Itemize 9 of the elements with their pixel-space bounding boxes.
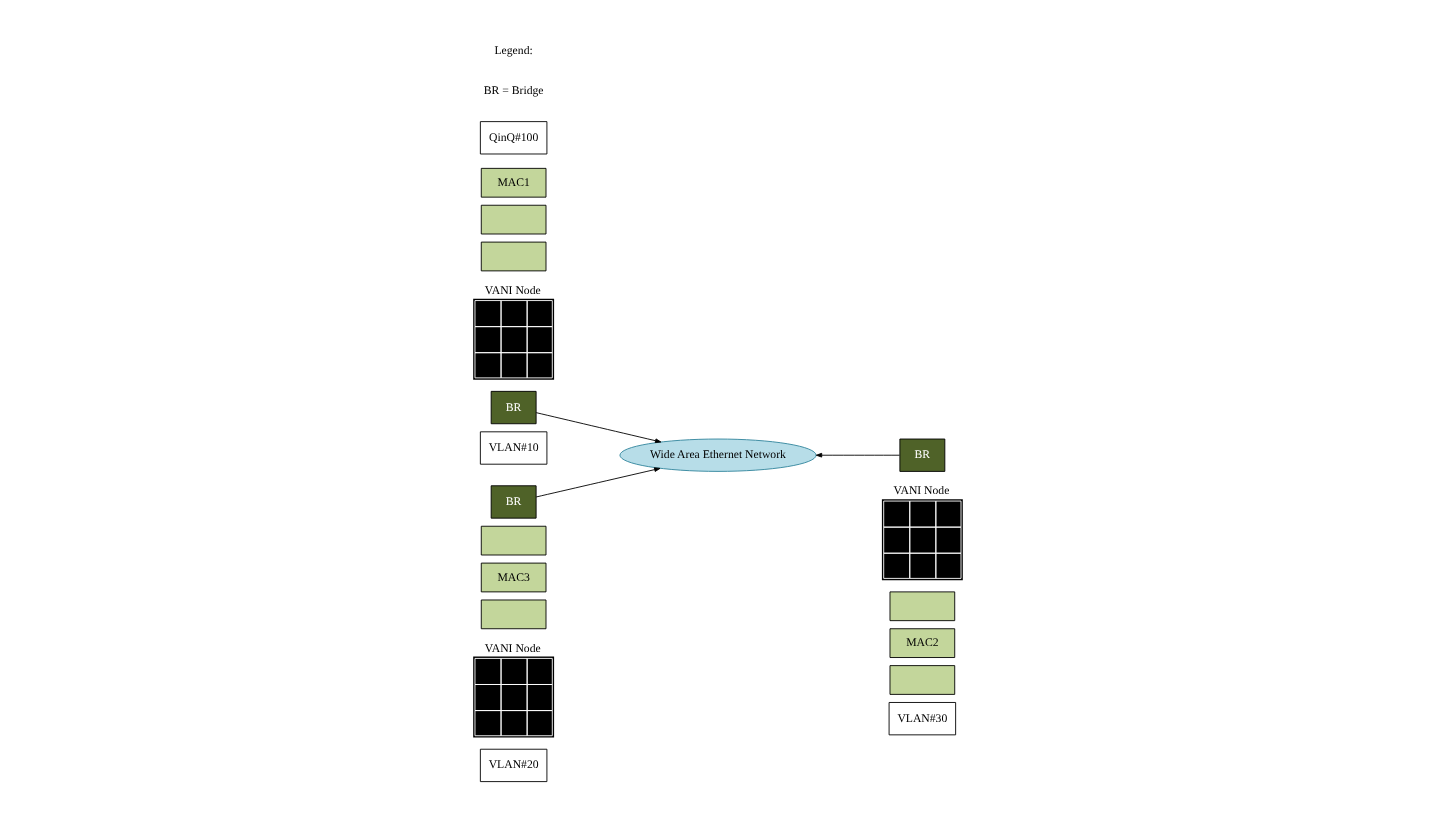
arrow bbox=[815, 452, 900, 458]
node-box bbox=[889, 591, 956, 622]
node-box bbox=[480, 241, 547, 272]
arrow bbox=[535, 467, 661, 498]
arrow bbox=[535, 412, 662, 443]
node-box bbox=[889, 665, 956, 695]
node-box bbox=[480, 599, 547, 630]
node-box bbox=[480, 525, 547, 556]
node-box bbox=[480, 204, 547, 235]
